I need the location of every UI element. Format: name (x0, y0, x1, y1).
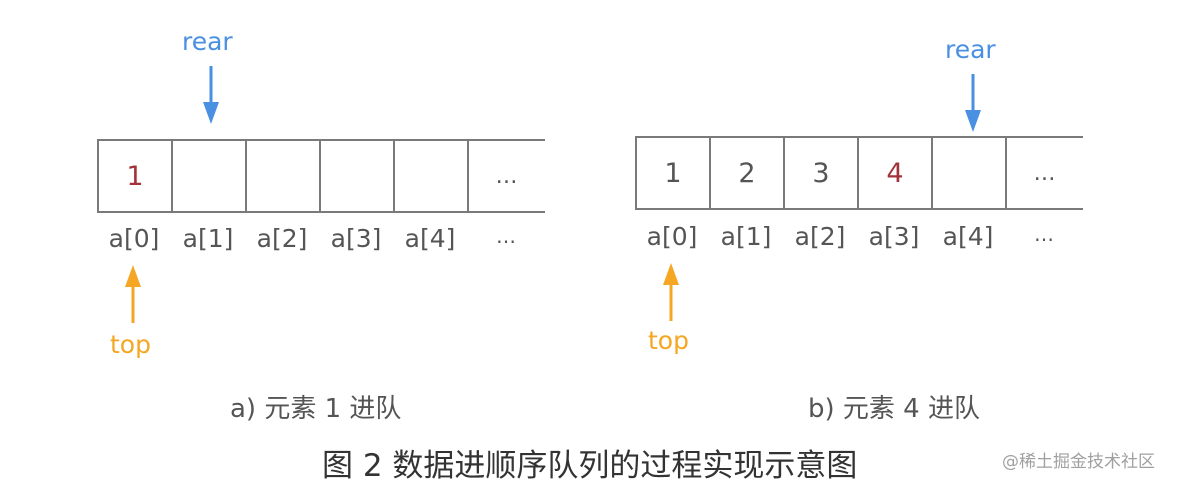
rear-label-b: rear (945, 35, 996, 64)
top-arrow-icon-b (663, 263, 679, 321)
index-label: a[0] (646, 222, 698, 251)
cell-a4 (931, 138, 1005, 208)
cell-a0: 1 (635, 138, 709, 208)
index-label: a[3] (868, 222, 920, 251)
index-label: a[2] (794, 222, 846, 251)
cell-a3 (319, 141, 393, 211)
subcaption-b: b) 元素 4 进队 (808, 394, 980, 424)
index-label: a[2] (256, 224, 308, 253)
index-label: a[0] (108, 224, 160, 253)
rear-label-a: rear (182, 27, 233, 56)
queue-array-a: 1 … (97, 139, 545, 213)
cell-a2 (245, 141, 319, 211)
cell-ellipsis: … (467, 141, 545, 211)
queue-array-b: 1 2 3 4 … (635, 136, 1083, 210)
cell-a1 (171, 141, 245, 211)
cell-a0: 1 (97, 141, 171, 211)
cell-a4 (393, 141, 467, 211)
index-label: a[4] (942, 222, 994, 251)
index-label: … (1034, 222, 1054, 246)
top-arrow-icon-a (125, 265, 141, 323)
index-label: … (496, 224, 516, 248)
top-label-a: top (110, 330, 151, 359)
subcaption-a: a) 元素 1 进队 (230, 394, 402, 424)
index-label: a[1] (182, 224, 234, 253)
index-label: a[3] (330, 224, 382, 253)
index-label: a[4] (404, 224, 456, 253)
cell-a3: 4 (857, 138, 931, 208)
index-labels-b: a[0] a[1] a[2] a[3] a[4] … (635, 222, 1083, 251)
watermark: @稀土掘金技术社区 (1002, 452, 1155, 472)
rear-arrow-icon-a (203, 66, 219, 124)
top-label-b: top (648, 326, 689, 355)
panel-a: rear 1 … a[0] a[1] a[2] a[3] a[4] … top … (0, 0, 590, 430)
rear-arrow-icon-b (965, 74, 981, 132)
index-label: a[1] (720, 222, 772, 251)
cell-a2: 3 (783, 138, 857, 208)
index-labels-a: a[0] a[1] a[2] a[3] a[4] … (97, 224, 545, 253)
cell-ellipsis: … (1005, 138, 1083, 208)
panel-b: rear 1 2 3 4 … a[0] a[1] a[2] a[3] a[4] … (590, 0, 1180, 430)
cell-a1: 2 (709, 138, 783, 208)
figure-caption: 图 2 数据进顺序队列的过程实现示意图 (322, 448, 858, 484)
